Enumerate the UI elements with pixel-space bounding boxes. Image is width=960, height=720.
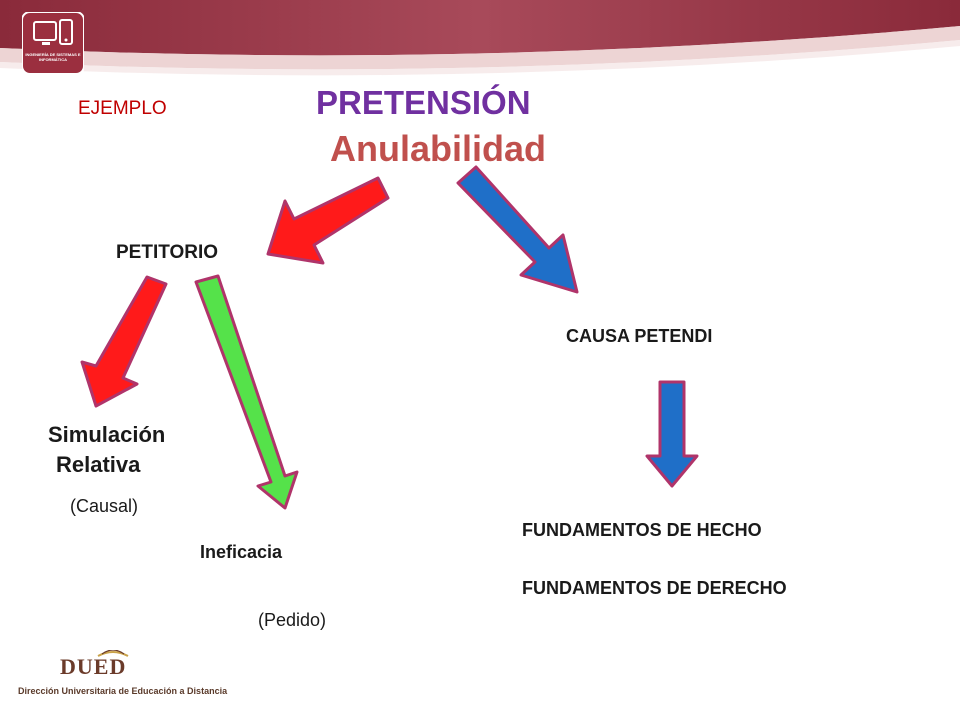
arrow-to-petitorio: [266, 176, 390, 265]
arrow-to-fundamentos: [645, 380, 699, 488]
subtitle-anulabilidad: Anulabilidad: [330, 128, 546, 169]
note-pedido: (Pedido): [258, 610, 327, 630]
node-fundamentos-derecho: FUNDAMENTOS DE DERECHO: [522, 578, 787, 598]
node-ineficacia: Ineficacia: [200, 542, 283, 562]
node-fundamentos-hecho: FUNDAMENTOS DE HECHO: [522, 520, 762, 540]
faculty-logo-caption: INGENIERÍA DE SISTEMAS E INFORMÁTICA: [25, 52, 81, 62]
arrow-to-causa-petendi: [456, 165, 579, 294]
arrow-to-ineficacia: [194, 274, 299, 510]
node-relativa: Relativa: [56, 452, 141, 477]
node-petitorio: PETITORIO: [116, 242, 219, 263]
note-causal: (Causal): [70, 496, 139, 516]
dued-logo-emblem: [97, 650, 129, 657]
ejemplo-label: EJEMPLO: [78, 98, 167, 119]
faculty-logo: [22, 12, 84, 74]
arrow-to-simulacion: [80, 275, 168, 408]
title-pretension: PRETENSIÓN: [316, 84, 531, 121]
dued-caption: Dirección Universitaria de Educación a D…: [18, 686, 228, 696]
header-band: [0, 0, 960, 76]
node-simulacion: Simulación: [48, 422, 166, 447]
node-causa-petendi: CAUSA PETENDI: [566, 326, 713, 346]
dued-logo-text: DUED: [60, 654, 127, 679]
